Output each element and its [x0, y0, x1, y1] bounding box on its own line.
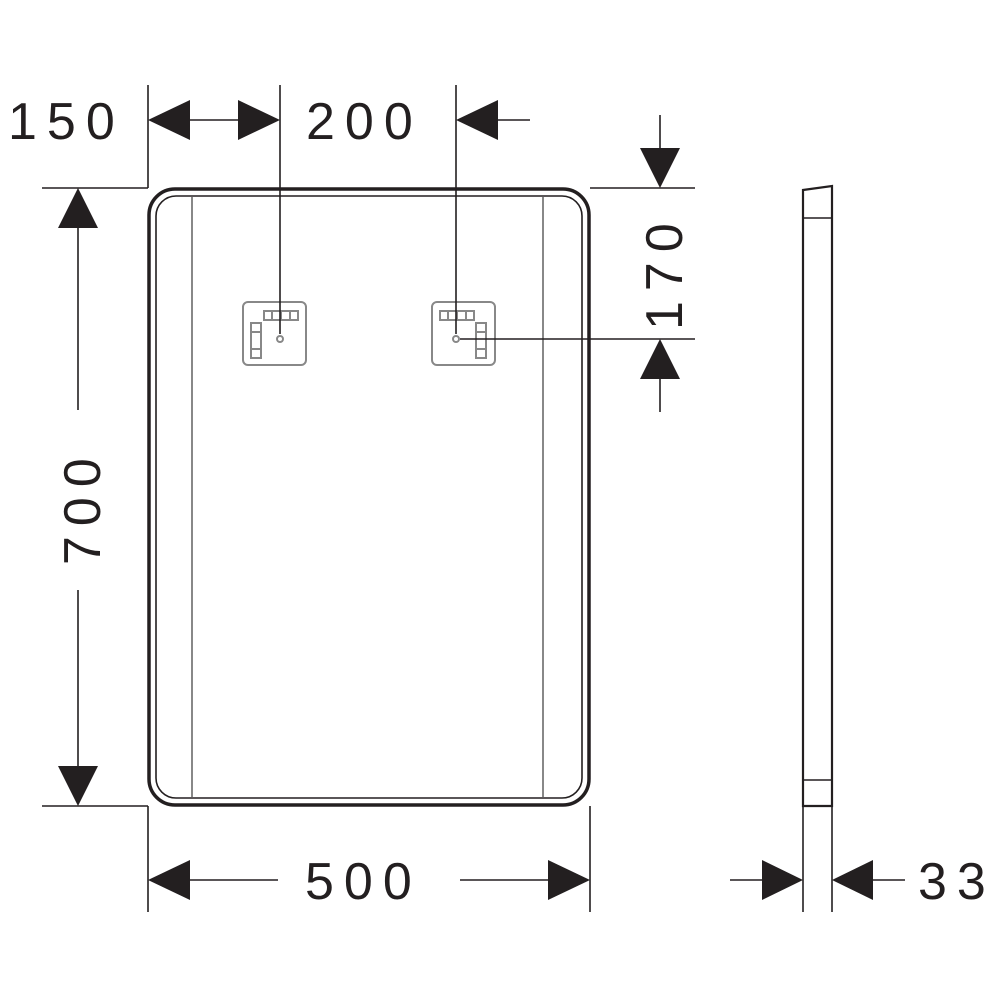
dimension-700: 700 — [42, 187, 148, 807]
arrow-left-icon — [148, 860, 190, 900]
arrow-right-icon — [548, 860, 590, 900]
arrow-left-icon — [832, 860, 873, 900]
dimension-label-170: 170 — [636, 213, 694, 330]
arrow-right-icon — [762, 860, 803, 900]
right-mounting-bracket — [431, 301, 496, 366]
dimension-label-700: 700 — [54, 448, 112, 565]
mirror-front-view — [147, 187, 591, 807]
dimension-label-150: 150 — [8, 93, 125, 151]
left-mounting-bracket — [242, 301, 307, 366]
arrow-right-icon — [238, 100, 280, 140]
arrow-left-icon — [456, 100, 498, 140]
mirror-side-view — [801, 184, 834, 912]
arrow-down-icon — [58, 766, 98, 806]
mirror-outer-frame — [147, 187, 591, 807]
dimension-label-200: 200 — [306, 93, 423, 151]
arrow-up-icon — [640, 339, 680, 379]
arrow-down-icon — [640, 148, 680, 188]
dimension-150-200: 150 200 — [8, 85, 530, 334]
dimension-500: 500 — [147, 806, 591, 912]
dimension-label-33: 33 — [918, 853, 996, 911]
dimension-170: 170 — [460, 115, 695, 412]
mirror-inner-edge — [155, 195, 583, 799]
arrow-left-icon — [148, 100, 190, 140]
dimension-label-500: 500 — [305, 853, 422, 911]
arrow-up-icon — [58, 188, 98, 228]
dimension-33: 33 — [730, 853, 996, 911]
